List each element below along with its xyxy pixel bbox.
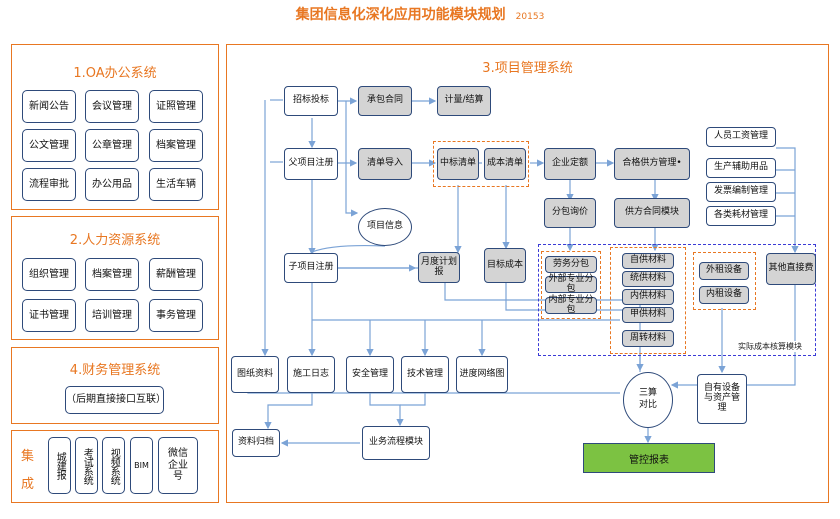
project-info-circle[interactable]: 项目信息 [358, 208, 412, 246]
subcontract-inquiry-box[interactable]: 分包询价 [544, 198, 596, 228]
child-project-box[interactable]: 子项目注册 [284, 253, 338, 283]
consumables-box[interactable]: 各类耗材管理 [706, 206, 776, 226]
material-self-supply[interactable]: 自供材料 [622, 253, 674, 269]
actual-cost-frame [538, 244, 816, 356]
safety-box[interactable]: 安全管理 [346, 356, 394, 393]
hr-item-salary[interactable]: 薪酬管理 [149, 258, 203, 291]
finance-interface[interactable]: （后期直接接口互联） [65, 386, 166, 414]
integration-label-bottom: 成 [21, 477, 35, 492]
control-report-box[interactable]: 管控报表 [583, 443, 715, 473]
hr-item-archive[interactable]: 档案管理 [85, 258, 139, 291]
integration-bim[interactable]: BIM [130, 437, 153, 494]
internal-rental-box[interactable]: 内租设备 [699, 286, 749, 304]
oa-item-document[interactable]: 公文管理 [22, 129, 76, 162]
oa-item-archive[interactable]: 档案管理 [149, 129, 203, 162]
integration-panel: 集 成 城建报 考试系统 视频系统 BIM 微信企业号 [11, 430, 219, 503]
technical-box[interactable]: 技术管理 [401, 356, 449, 393]
equipment-group-frame [693, 252, 756, 310]
integration-video-system[interactable]: 视频系统 [102, 437, 125, 494]
internal-subcontract-box[interactable]: 内部专业分包 [545, 295, 597, 314]
material-internal-supply[interactable]: 内供材料 [622, 289, 674, 305]
actual-cost-label: 实际成本核算模块 [738, 341, 802, 352]
subcontract-group-frame [541, 251, 601, 319]
hr-item-training[interactable]: 培训管理 [85, 299, 139, 332]
oa-item-workflow[interactable]: 流程审批 [22, 168, 76, 201]
finance-title: 4.财务管理系统 [69, 363, 161, 378]
integration-label-top: 集 [21, 449, 35, 464]
external-subcontract-box[interactable]: 外部专业分包 [545, 274, 597, 293]
other-direct-cost-box[interactable]: 其他直接费 [766, 253, 816, 285]
tender-box[interactable]: 招标投标 [284, 86, 338, 116]
oa-item-news[interactable]: 新闻公告 [22, 90, 76, 123]
own-equipment-box[interactable]: 自有设备与资产管理 [697, 374, 747, 424]
parent-project-box[interactable]: 父项目注册 [284, 148, 338, 180]
integration-chengjianbao[interactable]: 城建报 [48, 437, 71, 494]
material-unified-supply[interactable]: 统供材料 [622, 271, 674, 287]
bill-group-frame [433, 141, 529, 187]
oa-item-vehicle[interactable]: 生活车辆 [149, 168, 203, 201]
hr-item-org[interactable]: 组织管理 [22, 258, 76, 291]
cost-bill-box[interactable]: 成本清单 [484, 148, 526, 180]
external-rental-box[interactable]: 外租设备 [699, 262, 749, 280]
labor-subcontract-box[interactable]: 劳务分包 [545, 256, 597, 273]
construction-log-box[interactable]: 施工日志 [287, 356, 335, 393]
contract-box[interactable]: 承包合同 [358, 86, 412, 116]
hr-item-cert[interactable]: 证书管理 [22, 299, 76, 332]
qualified-supplier-box[interactable]: 合格供方管理• [614, 148, 690, 180]
oa-item-seal[interactable]: 公章管理 [85, 129, 139, 162]
three-cost-compare[interactable]: 三算对比 [623, 372, 673, 428]
enterprise-quota-box[interactable]: 企业定额 [544, 148, 596, 180]
archive-box[interactable]: 资料归档 [232, 429, 280, 457]
finance-panel: 4.财务管理系统 （后期直接接口互联） [11, 347, 219, 424]
oa-title: 1.OA办公系统 [73, 66, 157, 81]
supplier-contract-box[interactable]: 供方合同模块 [614, 198, 690, 228]
production-supplies-box[interactable]: 生产辅助用品 [706, 158, 776, 178]
turnover-material-box[interactable]: 周转材料 [622, 330, 674, 347]
material-owner-supply[interactable]: 甲供材料 [622, 307, 674, 323]
hr-title: 2.人力资源系统 [69, 233, 161, 248]
oa-item-supplies[interactable]: 办公用品 [85, 168, 139, 201]
bid-bill-box[interactable]: 中标清单 [437, 148, 479, 180]
integration-wechat[interactable]: 微信企业号 [158, 437, 198, 494]
hr-item-affairs[interactable]: 事务管理 [149, 299, 203, 332]
monthly-plan-box[interactable]: 月度计划报 [418, 252, 460, 283]
oa-item-meeting[interactable]: 会议管理 [85, 90, 139, 123]
labor-wage-box[interactable]: 人员工资管理 [706, 127, 776, 147]
project-title: 3.项目管理系统 [482, 61, 573, 76]
invoice-box[interactable]: 发票编制管理 [706, 182, 776, 202]
schedule-network-box[interactable]: 进度网络图 [456, 356, 508, 393]
drawings-box[interactable]: 图纸资料 [231, 356, 279, 393]
integration-exam-system[interactable]: 考试系统 [75, 437, 98, 494]
target-cost-box[interactable]: 目标成本 [484, 248, 526, 283]
material-group-frame [610, 247, 686, 354]
measurement-box[interactable]: 计量/结算 [437, 86, 491, 116]
hr-panel: 2.人力资源系统 组织管理 档案管理 薪酬管理 证书管理 培训管理 事务管理 [11, 216, 219, 340]
oa-panel: 1.OA办公系统 新闻公告 会议管理 证照管理 公文管理 公章管理 档案管理 流… [11, 44, 219, 210]
oa-item-license[interactable]: 证照管理 [149, 90, 203, 123]
business-flow-box[interactable]: 业务流程模块 [362, 426, 430, 460]
bill-import-box[interactable]: 清单导入 [358, 148, 412, 180]
